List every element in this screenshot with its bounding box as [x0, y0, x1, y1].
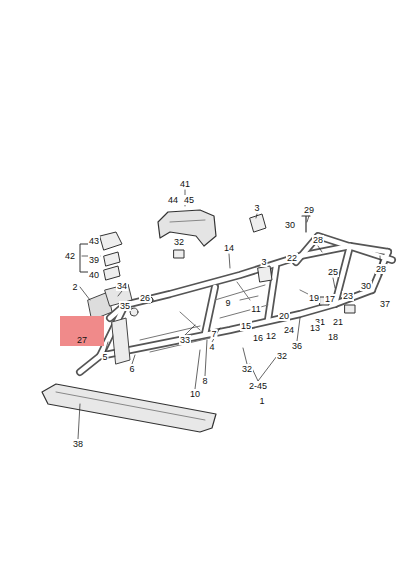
callout-number: 38: [72, 439, 84, 449]
callout-number: 7: [210, 329, 217, 339]
callout-number: 40: [88, 270, 100, 280]
callout-number: 1: [258, 396, 265, 406]
callout-number: 44: [167, 195, 179, 205]
callout-number: 22: [286, 253, 298, 263]
callout-number: 32: [276, 351, 288, 361]
callout-number: 32: [173, 237, 185, 247]
callout-number: 16: [252, 333, 264, 343]
callout-number: 26: [139, 293, 151, 303]
callout-number: 27: [60, 335, 104, 345]
callout-number: 6: [128, 364, 135, 374]
callout-number: 45: [183, 195, 195, 205]
callout-number: 30: [284, 220, 296, 230]
callout-number: 13: [309, 323, 321, 333]
callout-number: 39: [88, 255, 100, 265]
callout-number: 9: [224, 298, 231, 308]
callout-number: 4: [208, 342, 215, 352]
callout-number: 3: [253, 203, 260, 213]
callout-number: 21: [332, 317, 344, 327]
callout-number: 25: [327, 267, 339, 277]
callout-number: 36: [291, 341, 303, 351]
callout-number: 33: [179, 335, 191, 345]
callout-number: 19: [308, 293, 320, 303]
callout-number: 17: [324, 294, 336, 304]
callout-number: 28: [375, 264, 387, 274]
callout-number: 5: [101, 352, 108, 362]
callout-number: 11: [250, 304, 261, 314]
highlight-box: 27: [60, 316, 104, 346]
callout-number: 32: [241, 364, 253, 374]
callout-number: 2: [71, 282, 78, 292]
callout-number: 43: [88, 236, 100, 246]
callout-number: 3: [260, 257, 267, 267]
callout-number: 18: [327, 332, 339, 342]
callout-number: 2-45: [248, 381, 268, 391]
callout-number: 37: [379, 299, 391, 309]
callout-number: 41: [179, 179, 191, 189]
callout-number: 24: [283, 325, 295, 335]
callout-number: 8: [201, 376, 208, 386]
callout-number: 34: [116, 281, 128, 291]
callout-number: 23: [342, 291, 354, 301]
callout-number: 35: [119, 301, 131, 311]
callout-number: 10: [189, 389, 201, 399]
callout-number: 29: [303, 205, 315, 215]
callout-number: 20: [278, 311, 290, 321]
callout-number: 14: [223, 243, 235, 253]
callout-number: 12: [265, 331, 277, 341]
callout-number: 42: [64, 251, 76, 261]
callout-number: 28: [312, 235, 324, 245]
callout-number: 15: [240, 321, 252, 331]
callout-number: 30: [360, 281, 372, 291]
